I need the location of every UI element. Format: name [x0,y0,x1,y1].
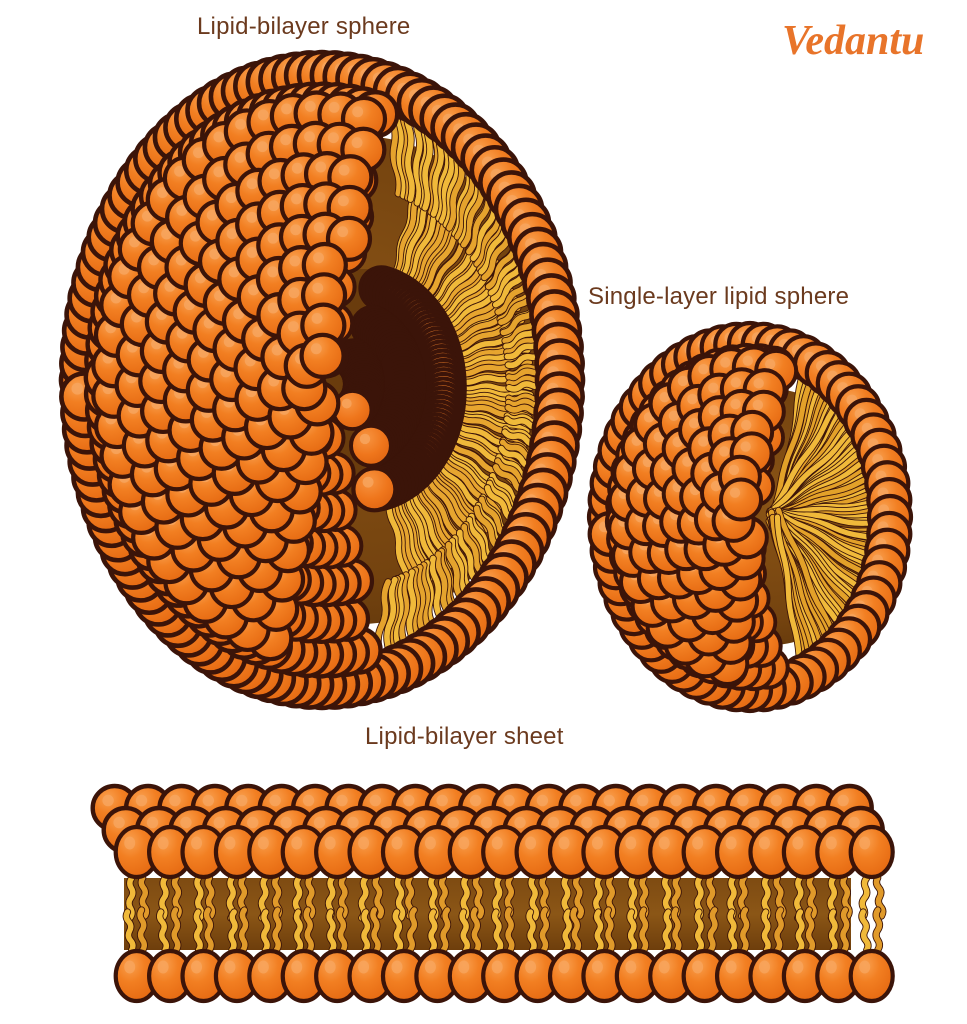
vedantu-logo: Vedantu [780,14,950,66]
label-lipid-bilayer-sheet: Lipid-bilayer sheet [365,723,564,750]
vedantu-logo-mark: Vedantu [782,18,924,64]
liposome-body [58,49,586,711]
vedantu-logo-text: Vedantu [782,18,924,64]
lipid-bilayer-sheet-body [90,783,895,1004]
label-single-layer-lipid-sphere: Single-layer lipid sphere [588,283,850,310]
label-lipid-bilayer-sphere: Lipid-bilayer sphere [197,13,411,40]
micelle-body [586,320,914,714]
